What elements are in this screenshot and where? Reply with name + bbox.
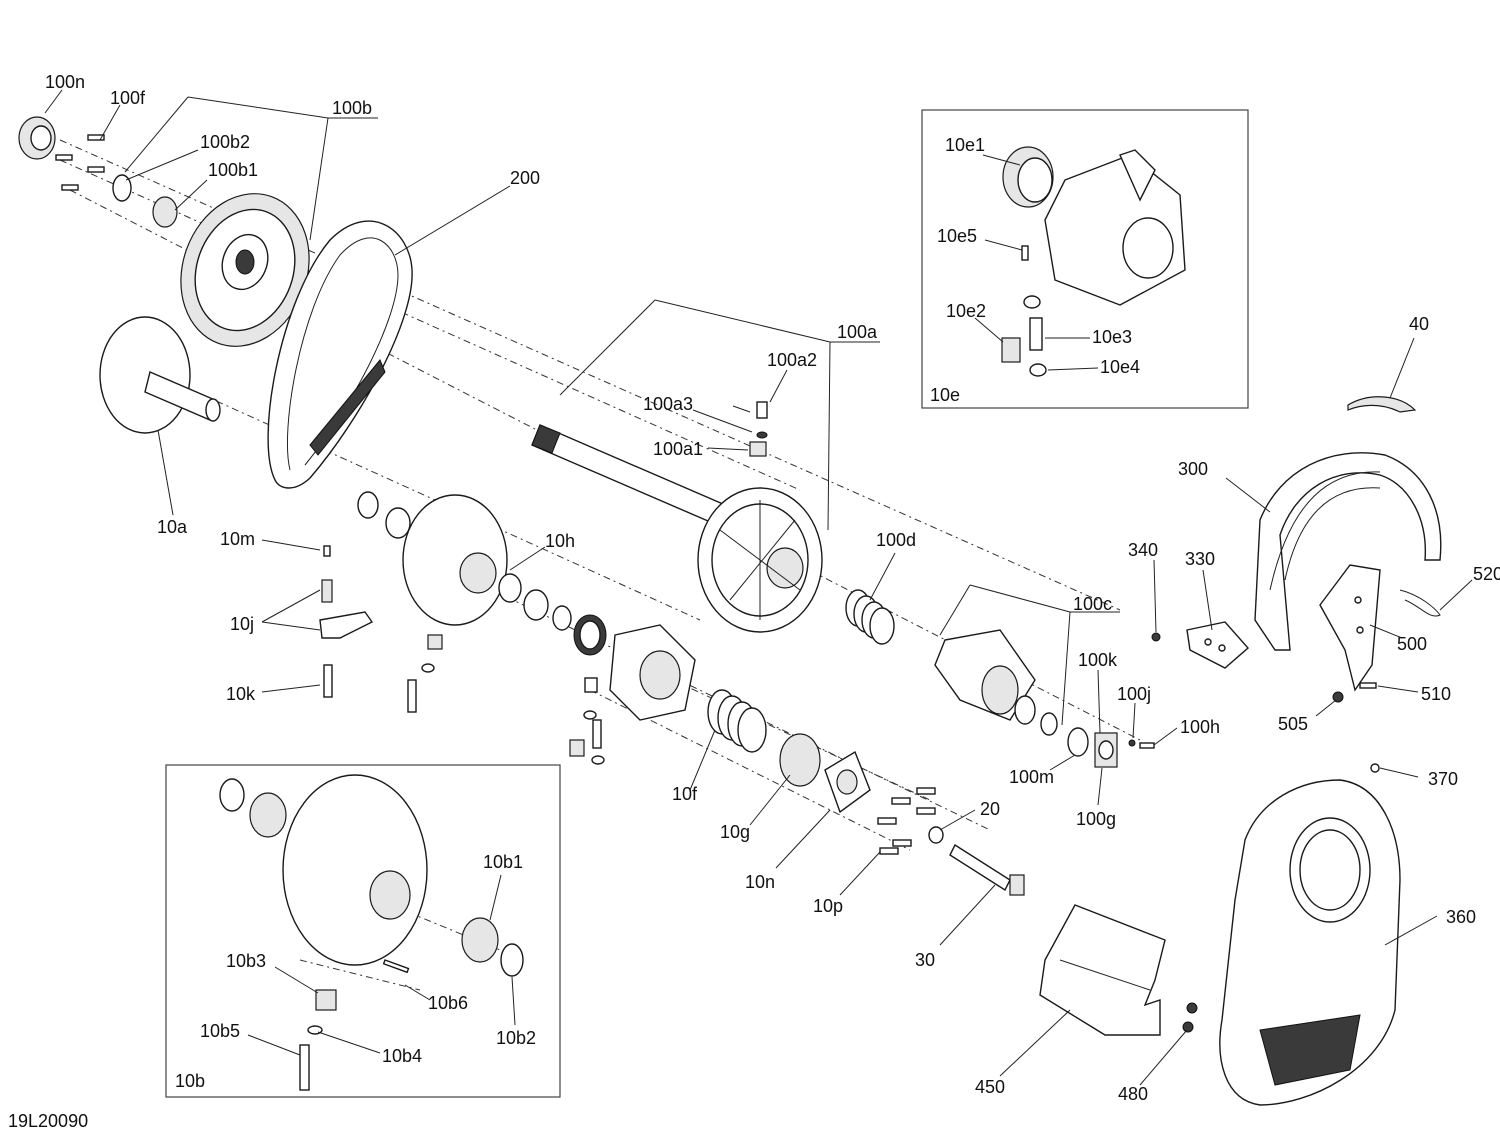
label-10a: 10a <box>157 517 188 537</box>
diagram-id: 19L20090 <box>8 1111 88 1131</box>
nuts-480 <box>1182 1002 1198 1033</box>
label-10b6: 10b6 <box>428 993 468 1013</box>
cover-10n <box>824 750 871 814</box>
label-10b2: 10b2 <box>496 1028 536 1048</box>
screws-100f <box>55 134 105 191</box>
screw-100h <box>1139 742 1155 749</box>
leader-lines <box>44 89 1473 1086</box>
label-10e4: 10e4 <box>1100 357 1140 377</box>
label-10b3: 10b3 <box>226 951 266 971</box>
label-505: 505 <box>1278 714 1308 734</box>
guard-300 <box>1254 452 1442 651</box>
label-360: 360 <box>1446 907 1476 927</box>
label-520: 520 <box>1473 564 1500 584</box>
screws-10p <box>877 787 936 855</box>
washer-20 <box>928 826 944 844</box>
inset-box-10e <box>921 109 1249 409</box>
bolt-30 <box>949 843 1025 896</box>
label-10p: 10p <box>813 896 843 916</box>
label-100h: 100h <box>1180 717 1220 737</box>
sheave-assembly-10h <box>357 491 607 656</box>
label-10e: 10e <box>930 385 960 405</box>
sheave-100b <box>180 193 310 347</box>
label-450: 450 <box>975 1077 1005 1097</box>
label-200: 200 <box>510 168 540 188</box>
label-10m: 10m <box>220 529 255 549</box>
inset-box-10b <box>165 764 561 1098</box>
label-510: 510 <box>1421 684 1451 704</box>
label-100a1: 100a1 <box>653 439 703 459</box>
label-370: 370 <box>1428 769 1458 789</box>
label-100k: 100k <box>1078 650 1118 670</box>
spring-100d <box>845 589 895 645</box>
label-10k: 10k <box>226 684 256 704</box>
spider-10e <box>609 624 696 721</box>
label-340: 340 <box>1128 540 1158 560</box>
label-10f: 10f <box>672 784 698 804</box>
label-10b1: 10b1 <box>483 852 523 872</box>
label-30: 30 <box>915 950 935 970</box>
bracket-500 <box>1319 564 1381 692</box>
bracket-100g <box>1094 732 1118 768</box>
label-100b: 100b <box>332 98 372 118</box>
spring-10f <box>707 689 767 753</box>
label-100j: 100j <box>1117 684 1151 704</box>
inset-10e-parts <box>1001 146 1186 377</box>
label-100a: 100a <box>837 322 878 342</box>
label-20: 20 <box>980 799 1000 819</box>
belt-200 <box>267 220 413 489</box>
washer-100m <box>1067 727 1089 757</box>
label-100c: 100c <box>1073 594 1112 614</box>
label-10g: 10g <box>720 822 750 842</box>
bracket-330 <box>1186 621 1249 669</box>
circlip-100b2 <box>112 174 132 202</box>
label-10b5: 10b5 <box>200 1021 240 1041</box>
label-10e1: 10e1 <box>945 135 985 155</box>
label-10b: 10b <box>175 1071 205 1091</box>
label-100a3: 100a3 <box>643 394 693 414</box>
label-10n: 10n <box>745 872 775 892</box>
bushing-100b1 <box>152 196 178 228</box>
inset-10b-parts <box>219 774 524 1091</box>
label-10e5: 10e5 <box>937 226 977 246</box>
housing-100c <box>934 629 1058 736</box>
nut-340 <box>1151 632 1161 642</box>
seal-100n <box>18 116 56 160</box>
cup-10g <box>779 733 821 787</box>
label-40: 40 <box>1409 314 1429 334</box>
label-300: 300 <box>1178 459 1208 479</box>
roller-parts <box>407 634 443 713</box>
label-100g: 100g <box>1076 809 1116 829</box>
strip-40 <box>1347 396 1417 413</box>
label-100b1: 100b1 <box>208 160 258 180</box>
cover-360 <box>1219 763 1401 1106</box>
label-100a2: 100a2 <box>767 350 817 370</box>
label-10h: 10h <box>545 531 575 551</box>
label-100n: 100n <box>45 72 85 92</box>
label-100b2: 100b2 <box>200 132 250 152</box>
pin-assembly-10j <box>319 545 374 698</box>
clip-520 <box>1399 589 1441 617</box>
nut-505 <box>1332 691 1344 703</box>
label-100m: 100m <box>1009 767 1054 787</box>
callout-labels: 100n 100f 100b 100b2 100b1 200 10a 10m 1… <box>8 72 1500 1131</box>
label-330: 330 <box>1185 549 1215 569</box>
label-10b4: 10b4 <box>382 1046 422 1066</box>
label-100f: 100f <box>110 88 146 108</box>
label-10e3: 10e3 <box>1092 327 1132 347</box>
sheave-100a <box>697 487 823 633</box>
spider-small-parts <box>569 677 605 765</box>
label-10e2: 10e2 <box>946 301 986 321</box>
label-100d: 100d <box>876 530 916 550</box>
screw-510 <box>1359 682 1377 689</box>
label-500: 500 <box>1397 634 1427 654</box>
drum-10a <box>99 316 221 434</box>
label-10j: 10j <box>230 614 254 634</box>
nut-100j <box>1128 739 1136 747</box>
label-480: 480 <box>1118 1084 1148 1104</box>
parts-100a <box>732 401 768 457</box>
plate-450 <box>1039 904 1166 1036</box>
